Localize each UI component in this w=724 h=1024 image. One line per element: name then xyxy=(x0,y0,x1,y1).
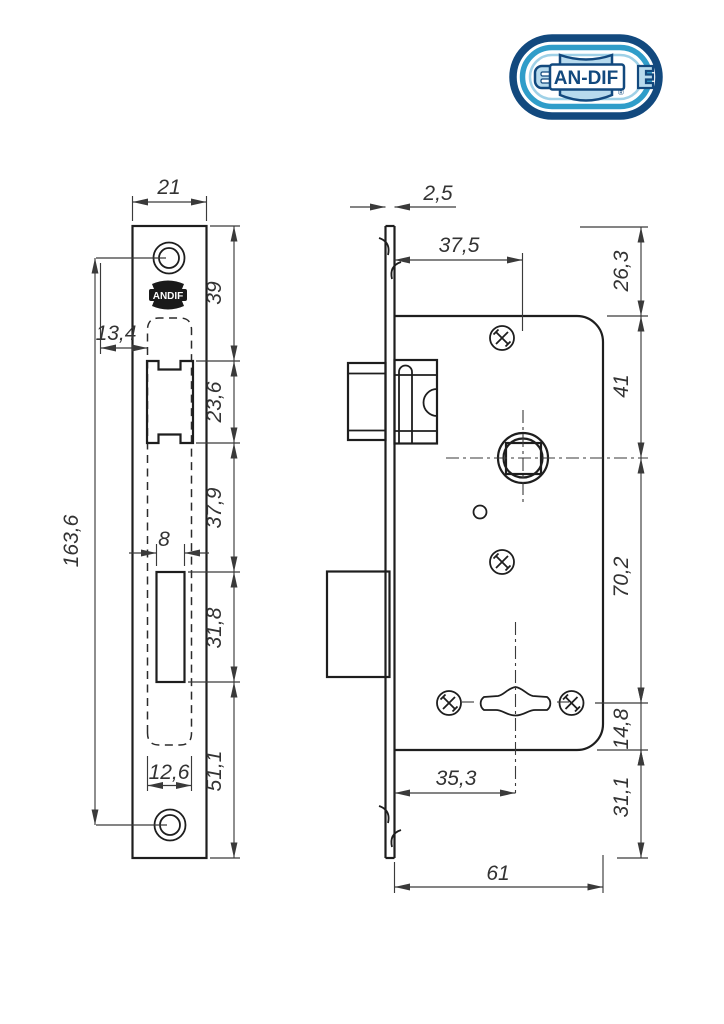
dim-mid-section: 37,9 xyxy=(203,487,226,528)
deadbolt-cutout xyxy=(155,570,186,684)
side-view: 2,5 xyxy=(325,182,648,893)
latch-bolt xyxy=(346,358,439,445)
faceplate-edge xyxy=(378,224,402,860)
dim-bottom-offset: 31,1 xyxy=(610,777,633,818)
dim-keyhole-to-bottom: 14,8 xyxy=(610,708,633,749)
dim-hub-backset: 37,5 xyxy=(439,234,480,257)
front-view: 21 163,6 13,4 8 12,6 39 xyxy=(60,176,240,860)
brand-logo: AN-DIF ® xyxy=(509,34,663,120)
latch-cutout xyxy=(145,359,195,445)
dim-plate-thickness: 2,5 xyxy=(422,182,453,205)
dim-top-offset: 26,3 xyxy=(610,250,633,292)
maker-stamp: ANDIF xyxy=(149,280,187,310)
screw-key-left xyxy=(436,690,462,716)
screw-middle xyxy=(489,549,515,575)
dim-bolt-opening-width: 8 xyxy=(158,528,170,551)
key-bits xyxy=(636,64,655,90)
deadbolt xyxy=(325,570,391,679)
dim-top-section: 39 xyxy=(203,281,226,305)
screw-top xyxy=(489,325,515,351)
screw-key-right xyxy=(558,690,585,716)
dim-keyhole-backset: 35,3 xyxy=(436,767,477,790)
logo-text: AN-DIF xyxy=(554,68,618,89)
faceplate-outline xyxy=(131,224,208,860)
case-hidden-outline xyxy=(146,317,193,746)
dim-hub-to-keyhole: 70,2 xyxy=(610,556,633,597)
logo-label-plate xyxy=(548,63,626,91)
dim-body-top-to-hub: 41 xyxy=(610,374,633,397)
lock-body-outline xyxy=(394,314,605,752)
dim-bolt-opening-height: 31,8 xyxy=(203,607,226,648)
dim-hole-offset: 13,4 xyxy=(96,322,137,345)
pin-hole xyxy=(472,504,488,520)
dim-case-width: 12,6 xyxy=(149,761,190,784)
dim-plate-width: 21 xyxy=(156,176,180,199)
dim-bottom-section: 51,1 xyxy=(203,751,226,792)
keyhole xyxy=(462,622,569,793)
stamp-text: ANDIF xyxy=(153,291,184,302)
dim-screw-distance: 163,6 xyxy=(60,514,83,567)
dim-case-depth: 61 xyxy=(486,862,509,885)
dim-latch-opening: 23,6 xyxy=(203,381,226,423)
logo-registered-mark: ® xyxy=(618,88,624,97)
spindle-hub xyxy=(446,410,648,503)
